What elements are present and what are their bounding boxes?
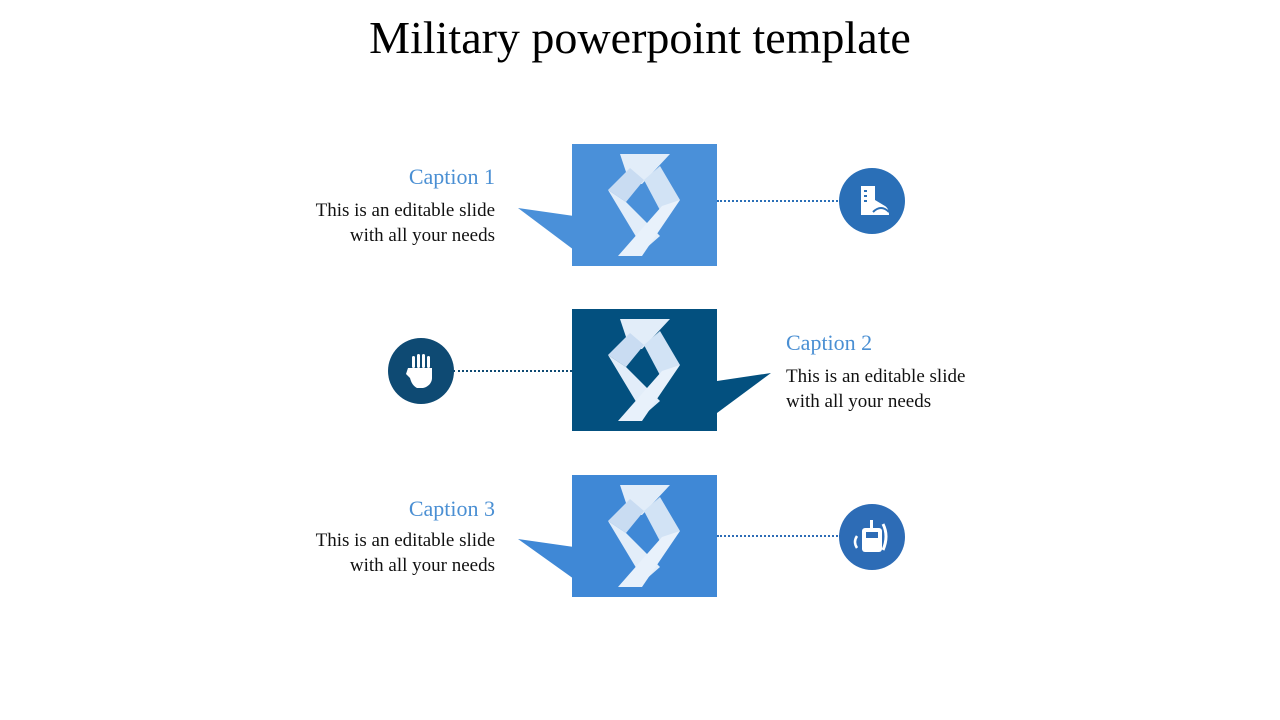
item-row-2: Caption 2 This is an editable slide with… <box>0 309 1280 433</box>
callout-pointer-1 <box>518 208 574 250</box>
callout-pointer-3 <box>518 539 574 579</box>
caption-1-line-2: with all your needs <box>349 225 495 246</box>
chevron-mark-icon <box>608 319 680 421</box>
icon-circle-1 <box>839 168 905 234</box>
boot-icon <box>861 186 890 215</box>
connector-line-3 <box>717 535 841 537</box>
caption-2-title: Caption 2 <box>786 330 873 355</box>
callout-pointer-2 <box>717 373 771 413</box>
chevron-box-2 <box>572 309 717 431</box>
caption-1-title: Caption 1 <box>408 164 495 189</box>
caption-3-line-2: with all your needs <box>349 555 495 576</box>
connector-line-1 <box>717 200 841 202</box>
caption-3-title: Caption 3 <box>408 496 495 521</box>
glove-icon <box>406 354 432 388</box>
chevron-mark-icon <box>608 154 680 256</box>
caption-2-line-2: with all your needs <box>786 391 932 412</box>
chevron-box-3 <box>572 475 717 597</box>
item-row-1: Caption 1 This is an editable slide with… <box>0 144 1280 268</box>
chevron-mark-icon <box>608 485 680 587</box>
caption-2-line-1: This is an editable slide <box>786 366 966 387</box>
caption-3-line-1: This is an editable slide <box>315 530 495 551</box>
chevron-box-1 <box>572 144 717 266</box>
slide-title: Military powerpoint template <box>369 12 911 63</box>
icon-circle-2 <box>388 338 454 404</box>
item-row-3: Caption 3 This is an editable slide with… <box>0 475 1280 599</box>
connector-line-2 <box>453 370 572 372</box>
radio-icon <box>853 520 888 552</box>
caption-1-line-1: This is an editable slide <box>315 200 495 221</box>
icon-circle-3 <box>839 504 905 570</box>
